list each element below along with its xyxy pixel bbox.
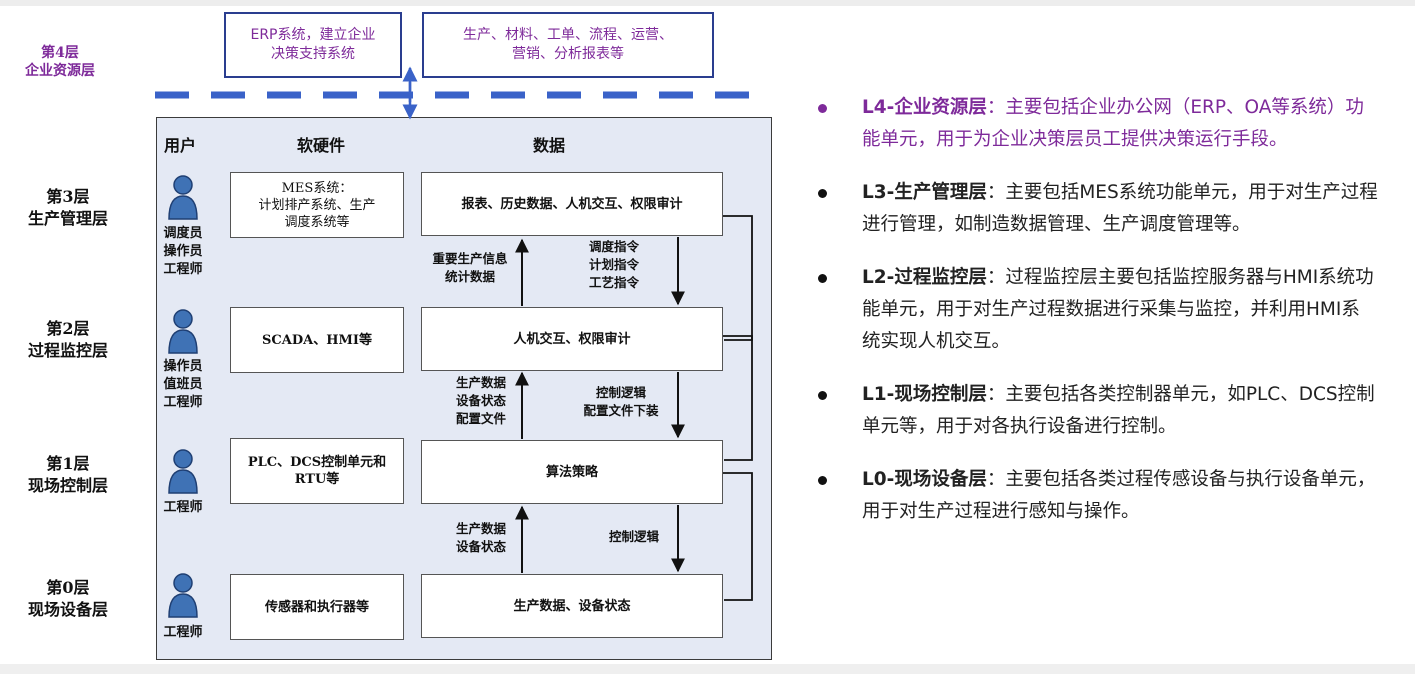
layer1-software-box: PLC、DCS控制单元和 RTU等: [230, 438, 404, 504]
layer1-roles: 工程师: [163, 500, 203, 515]
flow-up-label: 生产数据 设备状态: [455, 521, 506, 554]
layer3-label: 第3层 生产管理层: [27, 187, 108, 228]
bullet-heading: L3-生产管理层: [862, 182, 987, 203]
layer2-software-box: SCADA、HMI等: [230, 307, 404, 373]
layer-description-list: L4-企业资源层：主要包括企业办公网（ERP、OA等系统）功能单元，用于为企业决…: [818, 92, 1378, 549]
bullet-text: ：主要包括MES系统功能单元，用于对生产过程进行管理，如制造数据管理、生产调度管…: [862, 182, 1378, 235]
bullet-dot-icon: [818, 274, 827, 283]
reports-box: 生产、材料、工单、流程、运营、 营销、分析报表等: [422, 12, 714, 78]
layer3-roles: 调度员 操作员 工程师: [163, 226, 203, 277]
layer1-label: 第1层 现场控制层: [27, 454, 108, 495]
user-icon: [168, 573, 198, 618]
layer1-data-box: 算法策略: [421, 440, 723, 504]
bullet-heading: L0-现场设备层: [862, 469, 987, 490]
flow-up-label: 生产数据 设备状态 配置文件: [455, 375, 506, 426]
layer0-roles: 工程师: [163, 625, 203, 640]
layer0-data-box: 生产数据、设备状态: [421, 574, 723, 638]
bullet-text: ：主要包括各类控制器单元，如PLC、DCS控制单元等，用于对各执行设备进行控制。: [862, 384, 1375, 437]
top-band: [0, 0, 1415, 6]
bullet-item-l2: L2-过程监控层：过程监控层主要包括监控服务器与HMI系统功能单元，用于对生产过…: [818, 262, 1378, 358]
flow-down-label: 控制逻辑 配置文件下装: [583, 385, 659, 418]
bullet-dot-icon: [818, 104, 827, 113]
layer0-label: 第0层 现场设备层: [27, 578, 108, 619]
bullet-item-l0: L0-现场设备层：主要包括各类过程传感设备与执行设备单元，用于对生产过程进行感知…: [818, 464, 1378, 528]
layer2-roles: 操作员 值班员 工程师: [163, 359, 203, 410]
bullet-text: ：主要包括各类过程传感设备与执行设备单元，用于对生产过程进行感知与操作。: [862, 469, 1376, 522]
enterprise-boundary-line: [155, 91, 760, 99]
bullet-dot-icon: [818, 391, 827, 400]
bullet-text: ：过程监控层主要包括监控服务器与HMI系统功能单元，用于对生产过程数据进行采集与…: [862, 267, 1374, 352]
user-icon: [168, 309, 198, 354]
user-icon: [168, 175, 198, 220]
layer3-data-box: 报表、历史数据、人机交互、权限审计: [421, 172, 723, 236]
bullet-item-l3: L3-生产管理层：主要包括MES系统功能单元，用于对生产过程进行管理，如制造数据…: [818, 177, 1378, 241]
layer3-software-box: MES系统： 计划排产系统、生产 调度系统等: [230, 172, 404, 238]
bottom-band: [0, 664, 1415, 674]
column-header-user: 用户: [164, 136, 197, 155]
flow-up-label: 重要生产信息 统计数据: [432, 251, 508, 284]
column-header-data: 数据: [533, 136, 566, 155]
bullet-heading: L4-企业资源层: [862, 97, 987, 118]
flow-down-label: 控制逻辑: [608, 529, 659, 544]
bullet-heading: L1-现场控制层: [862, 384, 987, 405]
column-header-software: 软硬件: [297, 136, 346, 155]
layer2-label: 第2层 过程监控层: [27, 319, 108, 360]
flow-down-label: 调度指令 计划指令 工艺指令: [588, 239, 639, 290]
user-icon: [168, 449, 198, 494]
bullet-heading: L2-过程监控层: [862, 267, 987, 288]
erp-box: ERP系统，建立企业 决策支持系统: [224, 12, 402, 78]
layer0-software-box: 传感器和执行器等: [230, 574, 404, 640]
bullet-dot-icon: [818, 189, 827, 198]
bullet-item-l1: L1-现场控制层：主要包括各类控制器单元，如PLC、DCS控制单元等，用于对各执…: [818, 379, 1378, 443]
layer4-label: 第4层 企业资源层: [25, 45, 95, 79]
layer2-data-box: 人机交互、权限审计: [421, 307, 723, 371]
bullet-item-l4: L4-企业资源层：主要包括企业办公网（ERP、OA等系统）功能单元，用于为企业决…: [818, 92, 1378, 156]
bullet-dot-icon: [818, 476, 827, 485]
bullet-text: ：主要包括企业办公网（ERP、OA等系统）功能单元，用于为企业决策层员工提供决策…: [862, 97, 1364, 150]
